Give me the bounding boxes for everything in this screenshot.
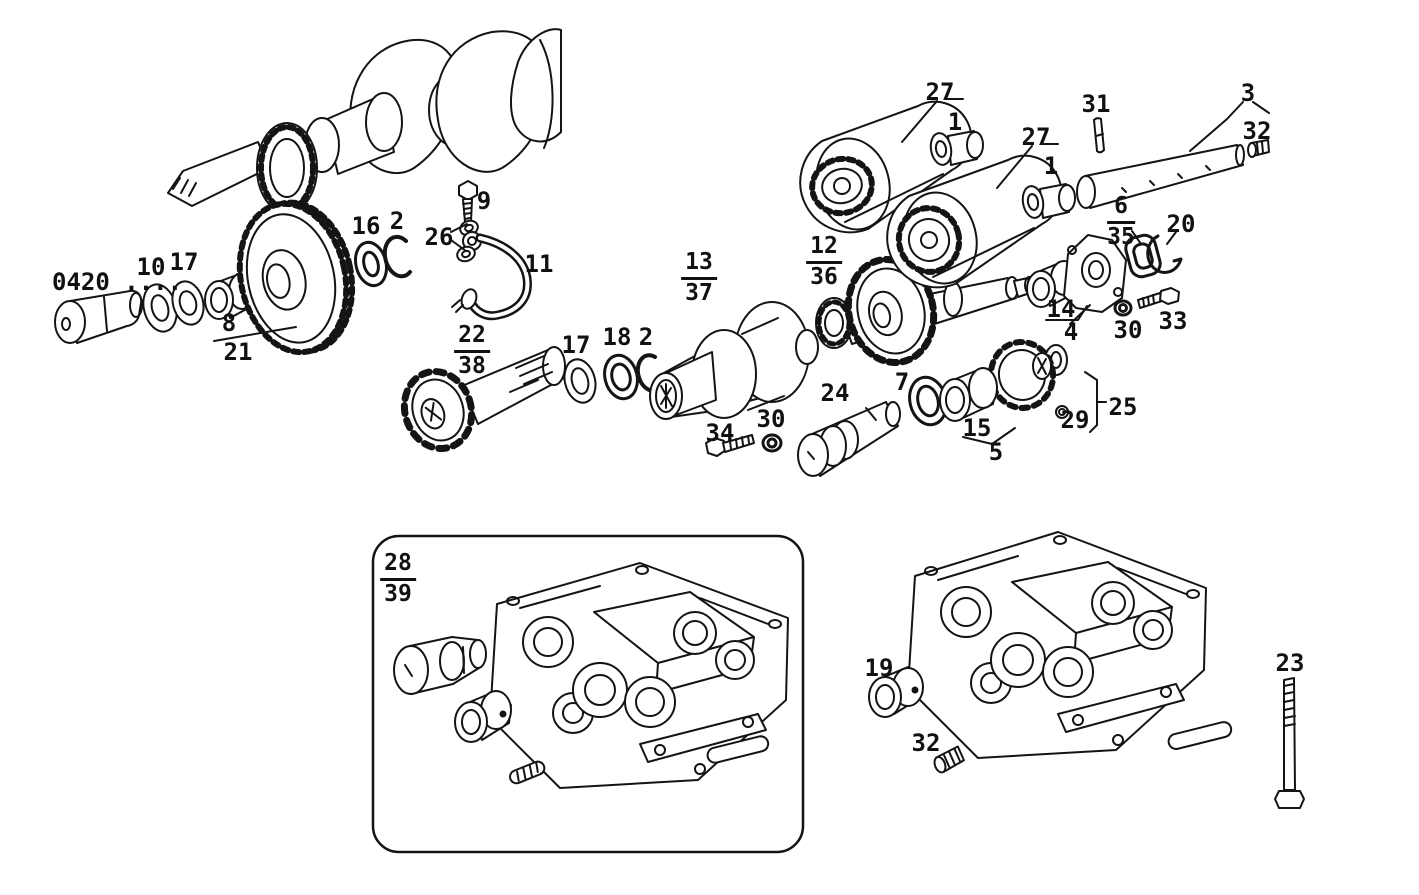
housing-28-39: [489, 562, 789, 789]
callout-17a: 17: [169, 248, 199, 276]
fraction-top: 6: [1107, 195, 1135, 224]
callout-19: 19: [864, 654, 894, 682]
seal-ring-7: [908, 375, 948, 427]
callout-31: 31: [1081, 90, 1111, 118]
callout-10: 10: [136, 253, 166, 281]
callout-23: 23: [1275, 649, 1305, 677]
clip-20: [1146, 234, 1183, 274]
shaft-3: [1076, 144, 1245, 209]
callout-27b: 27: [1021, 123, 1051, 151]
callout-25: 25: [1108, 393, 1138, 421]
fraction-top: 22: [454, 324, 490, 353]
callout-8: 8: [221, 309, 237, 337]
ring-18: [603, 353, 639, 401]
plug-32a: [1247, 139, 1270, 158]
bushing-bl: [454, 690, 512, 743]
fraction-bottom: 39: [384, 580, 412, 607]
bolt-23: [1274, 677, 1305, 809]
callout-32b: 32: [911, 729, 941, 757]
callout-14: 14: [1046, 295, 1076, 323]
callout-4: 4: [1063, 318, 1079, 346]
fraction-top: 12: [806, 235, 842, 264]
bushing-19: [868, 666, 924, 718]
callout-18: 18: [602, 323, 632, 351]
callout-24: 24: [820, 379, 850, 407]
callout-2a: 2: [389, 207, 405, 235]
balance-weight-27a: [799, 100, 984, 234]
oil-pipe-11: [451, 233, 532, 321]
idler-gear-group-5: [939, 339, 1069, 422]
bolt-34: [705, 434, 755, 457]
fraction-top: 13: [681, 251, 717, 280]
callout-1a: 1: [947, 108, 963, 136]
callout-30b: 30: [1113, 316, 1143, 344]
callout-9: 9: [476, 187, 492, 215]
callout-32a: 32: [1242, 117, 1272, 145]
callout-22-38: 22 38: [454, 324, 490, 379]
gear-21: [236, 199, 356, 356]
panel-28-39: [371, 534, 805, 854]
housing-br: [907, 531, 1233, 759]
callout-11: 11: [524, 250, 554, 278]
callout-ref-code: 0420 ....: [52, 268, 183, 296]
crankshaft: [167, 28, 562, 214]
callout-5: 5: [988, 438, 1004, 466]
washer-30b: [1113, 299, 1133, 317]
callout-20: 20: [1166, 210, 1196, 238]
callout-17b: 17: [561, 331, 591, 359]
gear-shaft-22-38: [400, 346, 566, 452]
bolt-9: [458, 180, 478, 223]
callout-29: 29: [1060, 406, 1090, 434]
fraction-bottom: 37: [685, 279, 713, 306]
callout-28-39: 28 39: [380, 552, 416, 607]
callout-2b: 2: [638, 323, 654, 351]
callout-34: 34: [705, 419, 735, 447]
snap-ring-2a: [382, 234, 412, 279]
callout-3: 3: [1240, 79, 1256, 107]
bolt-33: [1137, 287, 1180, 309]
callout-15: 15: [962, 414, 992, 442]
callout-7: 7: [894, 368, 910, 396]
fraction-bottom: 36: [810, 263, 838, 290]
fraction-bottom: 38: [458, 352, 486, 379]
callout-27a: 27: [925, 78, 955, 106]
dowel-pin-0420: [54, 289, 143, 344]
shaft-24: [797, 401, 901, 477]
callout-1b: 1: [1043, 152, 1059, 180]
coupling-13-37: [649, 301, 819, 420]
callout-6-35: 6 35: [1107, 195, 1135, 250]
washer-30a: [761, 433, 783, 453]
balance-weight-27b: [886, 154, 1076, 289]
plug-part-bl: [393, 636, 487, 695]
callout-30a: 30: [756, 405, 786, 433]
callout-12-36: 12 36: [806, 235, 842, 290]
pin-31: [1093, 117, 1105, 154]
fraction-bottom: 35: [1107, 223, 1135, 250]
callout-13-37: 13 37: [681, 251, 717, 306]
bearing-housing-4: [1063, 234, 1127, 313]
leader-lines: [213, 98, 1270, 445]
fraction-top: 28: [380, 552, 416, 581]
washer-17a: [171, 280, 205, 326]
key-bl: [509, 760, 546, 785]
callout-21: 21: [223, 338, 253, 366]
washer-17b: [563, 358, 597, 404]
callout-16: 16: [351, 212, 381, 240]
callout-26: 26: [424, 223, 454, 251]
plug-32b: [933, 745, 965, 774]
callout-33: 33: [1158, 307, 1188, 335]
